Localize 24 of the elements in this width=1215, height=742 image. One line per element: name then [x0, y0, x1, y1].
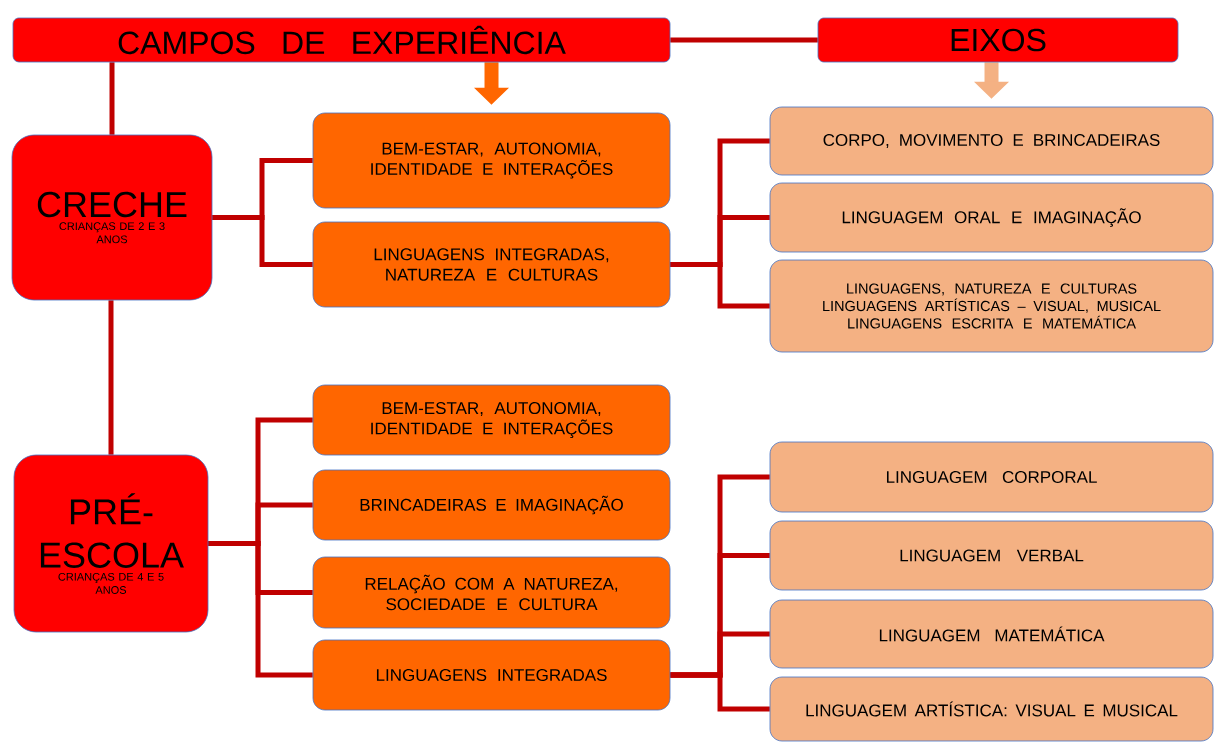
connector-line — [208, 541, 313, 678]
field-box: BEM-ESTAR, AUTONOMIA, IDENTIDADE E INTERAÇÕES — [312, 112, 671, 209]
connector-line — [670, 262, 770, 309]
axis-box: LINGUAGEM ARTÍSTICA: VISUAL E MUSICAL — [769, 676, 1214, 742]
axis-box: CORPO, MOVIMENTO E BRINCADEIRAS — [769, 106, 1214, 176]
axis-box: LINGUAGEM ORAL E IMAGINAÇÃO — [769, 182, 1214, 253]
connector-line — [670, 672, 770, 712]
field-box: RELAÇÃO COM A NATUREZA, SOCIEDADE E CULTURA — [312, 556, 671, 629]
connector-line — [109, 62, 115, 135]
axis-box: LINGUAGEM CORPORAL — [769, 441, 1214, 513]
axis-box: LINGUAGEM VERBAL — [769, 520, 1214, 591]
stage-box: PRÉ-ESCOLA CRIANÇAS DE 4 E 5 ANOS — [13, 454, 209, 633]
field-box: LINGUAGENS INTEGRADAS, NATUREZA E CULTURAS — [312, 221, 671, 308]
axis-box: LINGUAGEM MATEMÁTICA — [769, 599, 1214, 669]
heading-box: CAMPOS DE EXPERIÊNCIA — [12, 17, 671, 63]
connector-line — [212, 215, 313, 267]
field-box: BEM-ESTAR, AUTONOMIA, IDENTIDADE E INTERAÇÕES — [312, 384, 671, 456]
connector-line — [108, 300, 114, 455]
heading-box: EIXOS — [817, 17, 1179, 63]
stage-box: CRECHE CRIANÇAS DE 2 E 3 ANOS — [11, 134, 213, 301]
field-box: BRINCADEIRAS E IMAGINAÇÃO — [312, 469, 671, 541]
connector-line — [670, 37, 818, 43]
axis-box: LINGUAGENS, NATUREZA E CULTURAS LINGUAGENS ARTÍSTICAS – VISUAL, MUSICAL LINGUAGENS ESCRITA E MATEMÁTICA — [769, 259, 1214, 353]
field-box: LINGUAGENS INTEGRADAS — [312, 639, 671, 711]
